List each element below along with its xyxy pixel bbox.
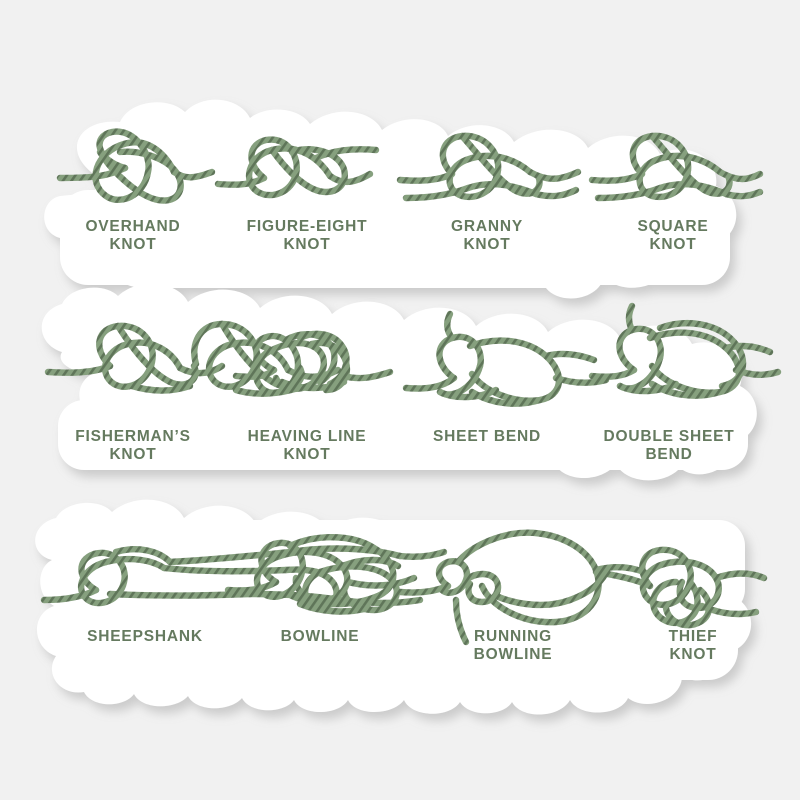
knot-figure-eight	[214, 136, 380, 199]
knot-square	[588, 132, 764, 202]
knot-thief	[592, 546, 768, 629]
knot-heaving-line	[232, 330, 394, 396]
knot-granny	[396, 132, 582, 202]
knot-sheepshank	[40, 545, 448, 614]
knot-bowline	[224, 534, 418, 615]
knot-fishermans	[44, 320, 342, 397]
knot-overhand	[56, 128, 216, 204]
knot-sheet-bend	[402, 310, 610, 407]
sticker-tab-thief	[618, 600, 738, 680]
sticker-tab-bowline	[245, 600, 390, 674]
knot-illustrations	[40, 128, 782, 646]
knot-double-sheet-bend	[588, 302, 782, 399]
sticker-tab-row1-fill	[60, 190, 730, 285]
sticker-tab-sheepshank	[60, 600, 230, 674]
sticker-tab-row2-fill	[58, 400, 748, 470]
